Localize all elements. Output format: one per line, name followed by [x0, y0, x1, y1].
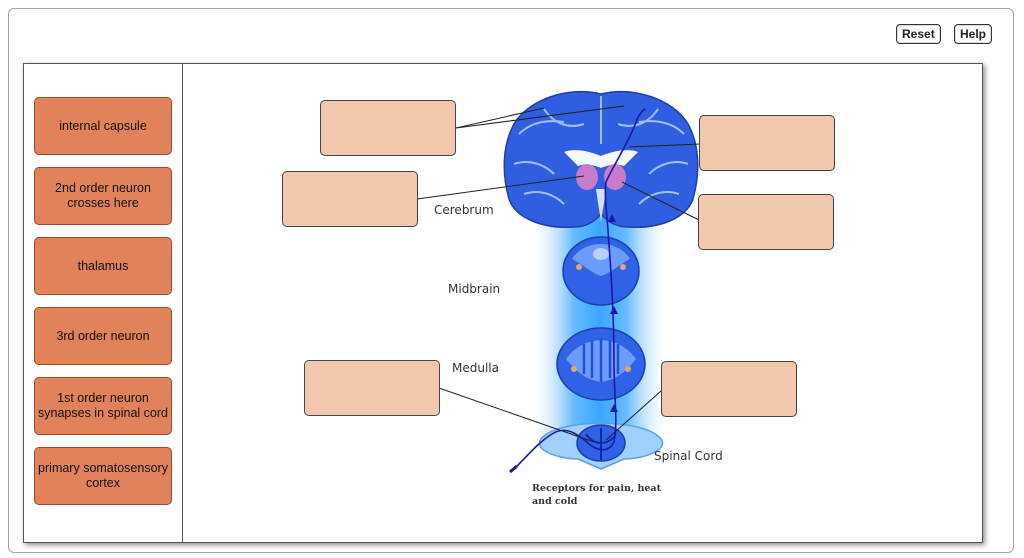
left-thalamus — [576, 164, 598, 190]
label-chip-internal-capsule[interactable]: internal capsule — [34, 97, 172, 155]
leader-lines — [416, 105, 701, 443]
sensory-pathway — [516, 108, 647, 467]
pathway-arrows — [608, 214, 618, 412]
cerebrum-label: Cerebrum — [434, 203, 494, 217]
label-chip-1st-order-neuron[interactable]: 1st order neuron synapses in spinal cord — [34, 377, 172, 435]
cerebrum-section — [503, 90, 699, 228]
drop-target-6[interactable] — [661, 361, 797, 417]
spinal-cord-label: Spinal Cord — [654, 449, 723, 463]
midbrain-label: Midbrain — [448, 282, 500, 296]
medulla-label: Medulla — [452, 361, 499, 375]
midbrain-section — [562, 236, 640, 306]
medulla-section — [556, 327, 646, 401]
label-chip-3rd-order-neuron[interactable]: 3rd order neuron — [34, 307, 172, 365]
label-chip-primary-somatosensory-cortex[interactable]: primary somatosensory cortex — [34, 447, 172, 505]
drop-target-4[interactable] — [698, 194, 834, 250]
word-bank: internal capsule 2nd order neuron crosse… — [24, 64, 183, 542]
label-chip-thalamus[interactable]: thalamus — [34, 237, 172, 295]
help-button[interactable]: Help — [954, 24, 993, 44]
labeling-panel: internal capsule 2nd order neuron crosse… — [23, 63, 983, 543]
label-chip-2nd-order-neuron[interactable]: 2nd order neuron crosses here — [34, 167, 172, 225]
drop-target-2[interactable] — [282, 171, 418, 227]
drop-target-1[interactable] — [320, 100, 456, 156]
spinal-cord-section — [538, 422, 664, 470]
receptors-label-line1: Receptors for pain, heat — [532, 483, 662, 494]
receptors-label-line2: and cold — [532, 496, 578, 507]
pathway-diagram: Cerebrum Midbrain Medulla Spinal Cord Re… — [416, 90, 723, 507]
receptor-ending — [509, 464, 518, 474]
reset-button[interactable]: Reset — [896, 24, 941, 44]
drop-target-3[interactable] — [699, 115, 835, 171]
right-thalamus — [604, 164, 626, 190]
drop-target-5[interactable] — [304, 360, 440, 416]
